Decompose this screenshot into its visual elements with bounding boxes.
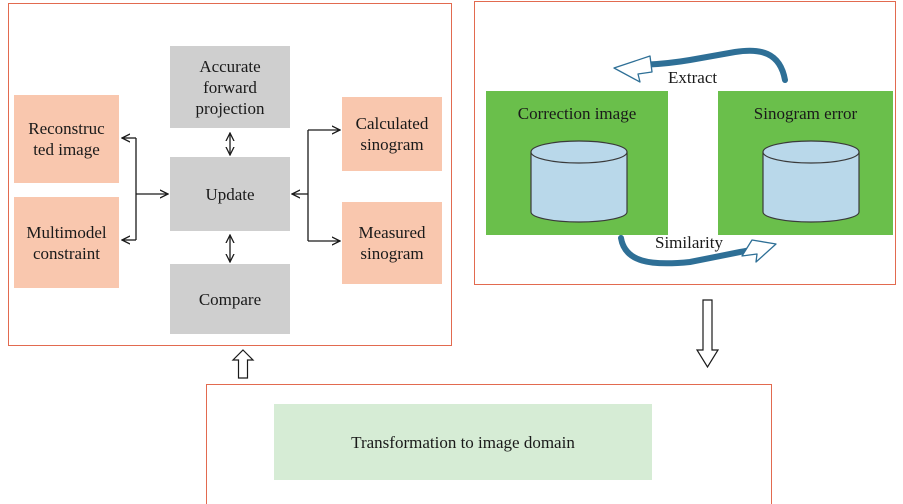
similarity-label: Similarity (655, 233, 723, 252)
measured-sinogram-label: Measured sinogram (358, 223, 426, 263)
correction-image-label: Correction image (517, 104, 637, 123)
compare-label: Compare (198, 289, 262, 309)
extract-label: Extract (668, 68, 718, 87)
update-box: Update (170, 157, 290, 231)
reconstructed-image-box: Reconstruc ted image (14, 95, 119, 183)
accurate-forward-projection-label: Accurate forward projection (195, 56, 265, 118)
hollow-down-arrow (695, 299, 720, 369)
sinogram-error-label: Sinogram error (753, 104, 858, 123)
sinogram-error-cylinder (762, 140, 860, 223)
transformation-box: Transformation to image domain (274, 404, 652, 480)
transformation-label: Transformation to image domain (351, 432, 575, 452)
left-bracket-arrows (122, 138, 168, 240)
multimodel-constraint-box: Multimodel constraint (14, 197, 119, 288)
right-bracket-arrows (292, 130, 340, 241)
extract-curved-arrow (613, 47, 788, 83)
update-label: Update (205, 184, 255, 204)
multimodel-constraint-label: Multimodel constraint (26, 222, 107, 263)
hollow-up-arrow (231, 349, 255, 379)
measured-sinogram-box: Measured sinogram (342, 202, 442, 284)
correction-image-cylinder (530, 140, 628, 223)
calculated-sinogram-box: Calculated sinogram (342, 97, 442, 171)
reconstructed-image-label: Reconstruc ted image (28, 119, 105, 159)
similarity-curved-arrow (618, 235, 777, 267)
accurate-forward-projection-box: Accurate forward projection (170, 46, 290, 128)
calculated-sinogram-label: Calculated sinogram (355, 114, 429, 154)
compare-box: Compare (170, 264, 290, 334)
